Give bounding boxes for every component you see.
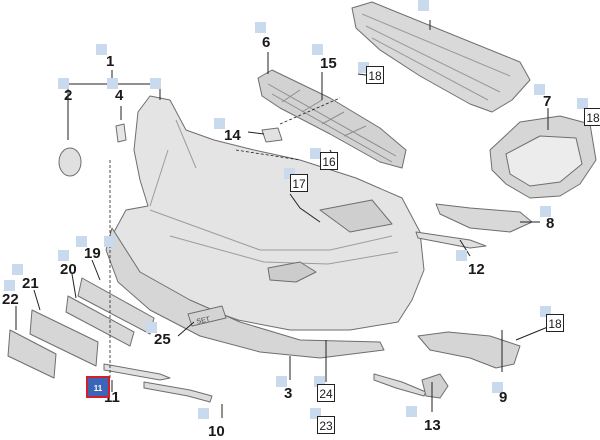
callout-21: 21 bbox=[22, 275, 39, 292]
strip-22 bbox=[7, 329, 57, 379]
marker-square bbox=[107, 78, 118, 89]
marker-square bbox=[104, 236, 115, 247]
marker-square bbox=[4, 280, 15, 291]
callout-14: 14 bbox=[224, 127, 241, 144]
marker-square bbox=[312, 44, 323, 55]
plate-holder bbox=[187, 305, 227, 327]
marker-square bbox=[540, 206, 551, 217]
ref-box-18: 18 bbox=[546, 314, 564, 332]
vent-trim bbox=[435, 203, 533, 233]
ref-box-18: 18 bbox=[366, 66, 384, 84]
marker-square bbox=[577, 98, 588, 109]
marker-square bbox=[214, 118, 225, 129]
ref-box-17: 17 bbox=[290, 174, 308, 192]
grille-clip bbox=[261, 127, 283, 143]
tow-eye-cover bbox=[58, 147, 82, 177]
marker-square bbox=[96, 44, 107, 55]
marker-square bbox=[358, 62, 369, 73]
callout-4: 4 bbox=[115, 87, 124, 104]
marker-square bbox=[58, 250, 69, 261]
lower-trim bbox=[373, 373, 427, 397]
strip-10 bbox=[143, 381, 213, 403]
callout-15: 15 bbox=[320, 55, 337, 72]
marker-square bbox=[284, 168, 295, 179]
ref-box-18: 18 bbox=[584, 108, 600, 126]
callout-7: 7 bbox=[543, 93, 552, 110]
callout-13: 13 bbox=[424, 417, 441, 434]
strip-19 bbox=[77, 277, 155, 335]
marker-square bbox=[534, 84, 545, 95]
bumper-beam bbox=[351, 1, 531, 113]
callout-3: 3 bbox=[284, 385, 293, 402]
marker-square bbox=[456, 250, 467, 261]
callout-22: 22 bbox=[2, 291, 19, 308]
selected-part-marker[interactable]: 11 bbox=[86, 376, 110, 398]
marker-square bbox=[492, 382, 503, 393]
callout-1: 1 bbox=[106, 53, 115, 70]
marker-square bbox=[314, 376, 325, 387]
air-deflector bbox=[417, 331, 521, 369]
callout-2: 2 bbox=[64, 87, 73, 104]
ref-box-23: 23 bbox=[317, 416, 335, 434]
strip-21 bbox=[29, 309, 99, 367]
plate-label: SET bbox=[196, 316, 211, 326]
callout-20: 20 bbox=[60, 261, 77, 278]
callout-9: 9 bbox=[499, 389, 508, 406]
marker-square bbox=[310, 148, 321, 159]
bumper-cover bbox=[113, 95, 425, 331]
marker-square bbox=[310, 408, 321, 419]
marker-square bbox=[198, 408, 209, 419]
callout-10: 10 bbox=[208, 423, 225, 440]
marker-square bbox=[150, 78, 161, 89]
marker-square bbox=[76, 236, 87, 247]
marker-square bbox=[255, 22, 266, 33]
ref-box-16: 16 bbox=[320, 152, 338, 170]
callout-8: 8 bbox=[546, 215, 555, 232]
marker-square bbox=[418, 0, 429, 11]
marker-square bbox=[12, 264, 23, 275]
strip-20 bbox=[65, 295, 135, 347]
marker-square bbox=[276, 376, 287, 387]
lower-spoiler bbox=[105, 227, 385, 359]
marker-square bbox=[540, 306, 551, 317]
marker-square bbox=[58, 78, 69, 89]
ref-box-24: 24 bbox=[317, 384, 335, 402]
marker-square bbox=[146, 322, 157, 333]
callout-19: 19 bbox=[84, 245, 101, 262]
marker-square bbox=[406, 406, 417, 417]
callout-12: 12 bbox=[468, 261, 485, 278]
callout-25: 25 bbox=[154, 331, 171, 348]
callout-6: 6 bbox=[262, 34, 271, 51]
